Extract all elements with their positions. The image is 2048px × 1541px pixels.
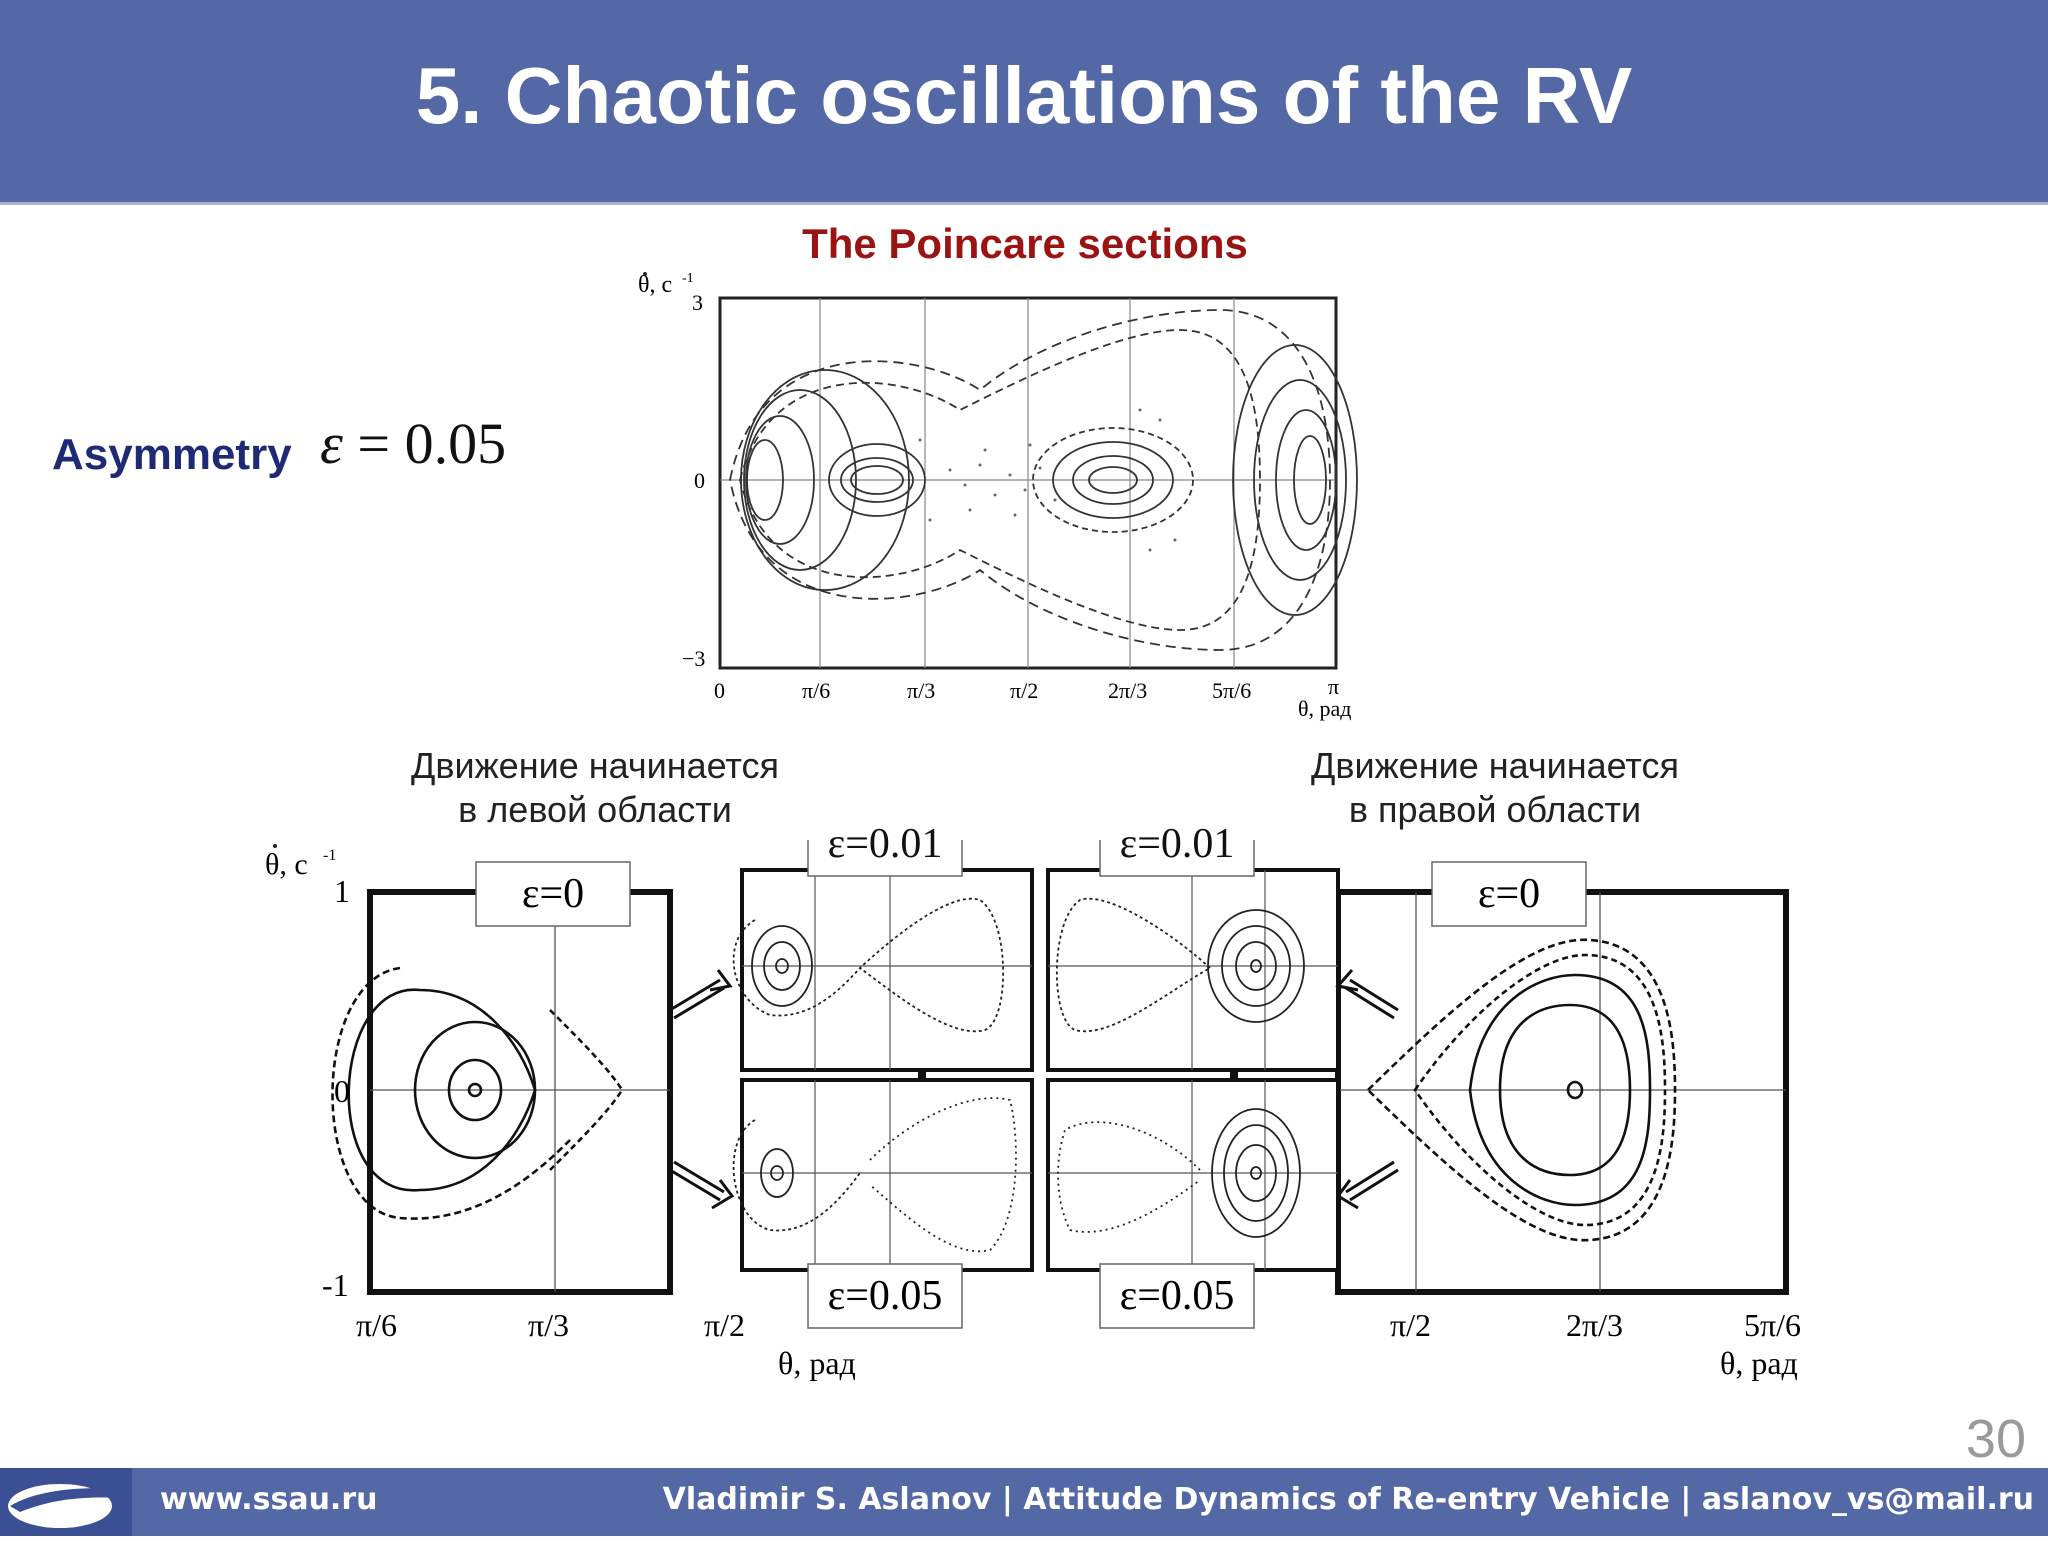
left-caption-line1: Движение начинается [410,745,779,786]
left-caption: Движение начинается в левой области [360,744,830,832]
small-plot-right-top [1046,868,1340,1072]
page-number: 30 [1965,1409,2026,1469]
top-y-axis-dot [643,272,647,276]
right-big-plot-frame [1335,889,1789,1295]
eps0-right-box: ε=0 [1431,861,1587,927]
top-poincare-plot: θ, c -1 3 0 −3 0 π/6 π/3 π/2 2π/3 5π/6 π… [638,271,1358,721]
left-x-tick-pi6: π/6 [356,1307,397,1343]
right-caption: Движение начинается в правой области [1260,744,1730,832]
top-plot-curves [729,309,1358,651]
eps001-right-label: ε=0.01 [1119,821,1235,867]
bottom-figure: ε=0 ε=0 ε=0.05 ε=0.05 θ, c -1 1 0 -1 π/6… [265,840,1801,1381]
top-y-tick-minus3: −3 [682,646,705,671]
eps0-left-box: ε=0 [475,861,631,927]
slide-title: 5. Chaotic oscillations of the RV [415,51,1633,140]
left-caption-line2: в левой области [458,789,732,830]
footer-credit: Vladimir S. Aslanov | Attitude Dynamics … [662,1482,2034,1517]
right-caption-line1: Движение начинается [1310,745,1679,786]
plot-subtitle: The Poincare sections [802,220,1248,267]
top-x-tick-5pi6: 5π/6 [1212,678,1251,703]
bottom-y-tick-0: 0 [334,1073,350,1109]
eps001-left-box [807,840,963,877]
bottom-y-tick-1: 1 [334,873,350,909]
left-big-plot-curves [331,966,624,1220]
left-x-tick-pi3: π/3 [528,1307,569,1343]
top-plot-scatter [918,408,1177,552]
eps0-right-label: ε=0 [1478,871,1540,917]
footer-site: www.ssau.ru [160,1482,378,1517]
top-y-axis-label: θ, c [638,272,672,298]
big-plot-grid [370,892,1786,1292]
eps005-right-box: ε=0.05 [1099,1263,1255,1329]
eps005-right-label: ε=0.05 [1120,1273,1235,1319]
right-x-tick-5pi6: 5π/6 [1744,1307,1801,1343]
small-plot-left-bottom [732,1078,1034,1272]
eps0-left-label: ε=0 [522,871,584,917]
top-x-tick-2pi3: 2π/3 [1108,678,1147,703]
bottom-y-axis-label: θ, c [265,848,308,881]
slide-header: 5. Chaotic oscillations of the RV [0,0,2048,205]
right-big-plot-curves [1366,938,1677,1242]
eps005-left-box: ε=0.05 [807,1263,963,1329]
top-plot-grid [720,298,1336,668]
small-plot-right-bottom [1046,1078,1340,1272]
bottom-y-tick-minus1: -1 [322,1267,349,1303]
top-x-tick-pi3: π/3 [907,678,935,703]
top-y-axis-label-sup: -1 [682,271,694,286]
left-connector [918,1070,926,1082]
ssau-logo-icon [0,1468,132,1536]
top-y-tick-0: 0 [694,468,705,493]
asymmetry-formula: ε = 0.05 [320,410,506,477]
eps005-left-label: ε=0.05 [828,1273,943,1319]
top-x-tick-0: 0 [714,678,725,703]
formula-value: = 0.05 [357,411,507,476]
small-plot-left-top [732,868,1034,1072]
top-x-tick-pi2: π/2 [1010,678,1038,703]
right-x-axis-label: θ, рад [1720,1345,1798,1381]
eps001-left-label: ε=0.01 [827,821,943,867]
right-x-tick-pi2: π/2 [1390,1307,1431,1343]
top-x-tick-pi: π [1328,674,1339,699]
arrows [669,969,1399,1210]
bottom-y-axis-label-sup: -1 [323,847,336,864]
left-x-axis-label: θ, рад [778,1345,856,1381]
top-x-tick-pi6: π/6 [802,678,830,703]
right-x-tick-2pi3: 2π/3 [1566,1307,1623,1343]
slide-footer: www.ssau.ru Vladimir S. Aslanov | Attitu… [0,1468,2048,1536]
top-y-tick-3: 3 [692,290,703,315]
eps001-right-box [1099,840,1255,877]
bottom-y-axis-dot [273,844,277,848]
left-x-tick-pi2: π/2 [704,1307,745,1343]
asymmetry-label: Asymmetry [52,430,292,479]
right-connector [1230,1070,1238,1082]
formula-symbol: ε [320,411,343,476]
right-caption-line2: в правой области [1348,789,1642,830]
top-x-axis-label: θ, рад [1298,696,1352,721]
